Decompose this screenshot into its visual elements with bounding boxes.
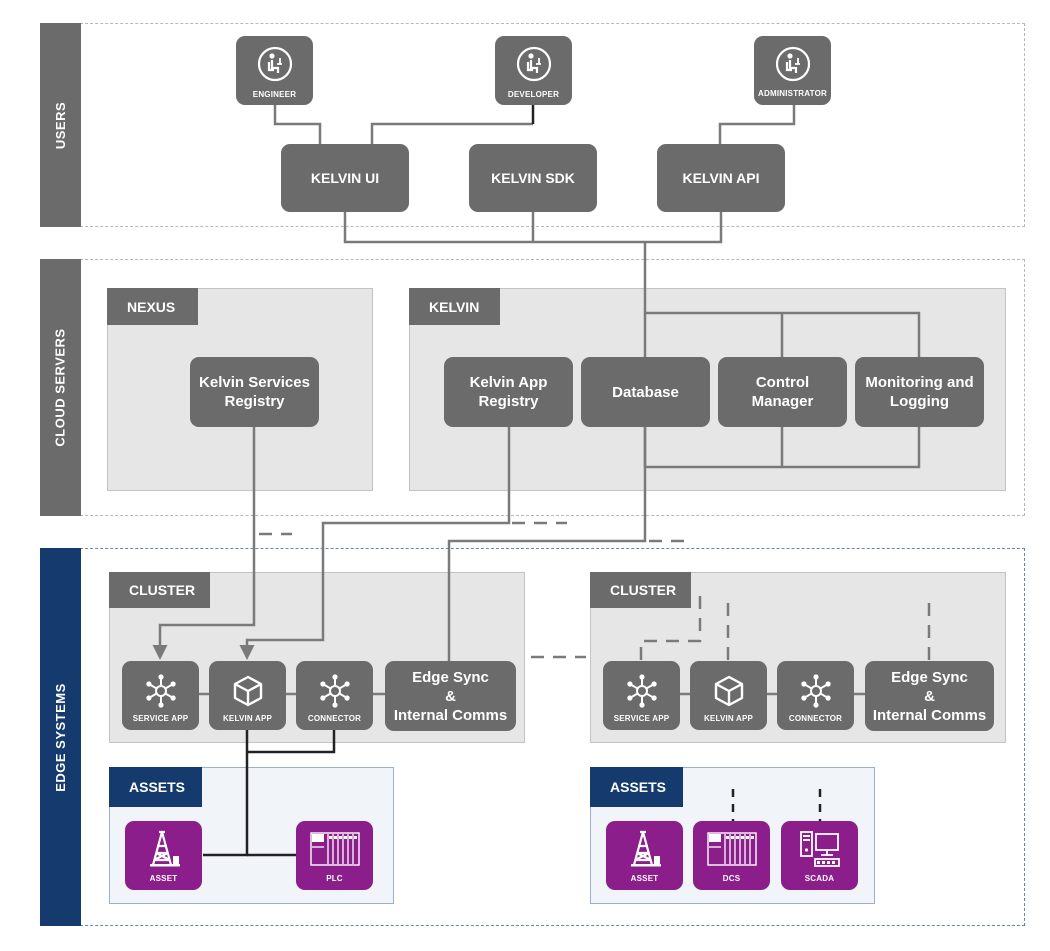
assets-left-title: ASSETS <box>109 767 202 807</box>
edge-sync-line1: Edge Sync <box>891 668 968 686</box>
dash-service-app-right <box>639 596 702 660</box>
service-app-label: SERVICE APP <box>613 714 670 723</box>
edge-sync-line2: & <box>445 687 456 705</box>
monitoring-line2: Logging <box>889 393 950 410</box>
cluster-right-connector[interactable]: CONNECTOR <box>777 661 854 730</box>
kelvin-ui-box[interactable]: KELVIN UI <box>281 144 409 212</box>
oil-derrick-icon <box>149 830 180 867</box>
user-engineer[interactable]: ENGINEER <box>236 36 313 105</box>
kelvin-api-box[interactable]: KELVIN API <box>657 144 785 212</box>
kelvin-app-registry-box[interactable]: Kelvin App Registry <box>444 357 573 427</box>
cluster-left-connector[interactable]: CONNECTOR <box>296 661 373 730</box>
services-registry-line1: Kelvin Services <box>199 374 310 391</box>
asset-left-derrick[interactable]: ASSET <box>125 821 202 890</box>
scada-label: SCADA <box>804 874 835 883</box>
asset-left-label: ASSET <box>149 874 178 883</box>
database-box[interactable]: Database <box>581 357 710 427</box>
plc-label: PLC <box>326 874 343 883</box>
user-administrator-label: ADMINISTRATOR <box>758 89 827 98</box>
kelvin-services-registry-box[interactable]: Kelvin Services Registry <box>190 357 319 427</box>
user-engineer-label: ENGINEER <box>252 90 297 99</box>
plc-rack-icon <box>309 832 360 866</box>
services-registry-line2: Registry <box>224 393 285 410</box>
user-developer-label: DEVELOPER <box>507 90 560 99</box>
network-node-icon <box>800 674 831 708</box>
cluster-right-kelvin-app[interactable]: KELVIN APP <box>690 661 767 730</box>
app-registry-line2: Registry <box>478 393 539 410</box>
line-kelvin-app-asset <box>203 729 249 857</box>
cube-icon <box>714 675 743 707</box>
line-app-registry-kelvin-app <box>239 426 511 660</box>
cube-icon <box>233 675 262 707</box>
line-services-registry-service-app <box>152 426 256 660</box>
asset-left-plc[interactable]: PLC <box>296 821 373 890</box>
assets-right-title: ASSETS <box>590 767 683 807</box>
line-admin-api <box>718 104 796 145</box>
asset-right-derrick[interactable]: ASSET <box>606 821 683 890</box>
scada-workstation-icon <box>799 831 840 867</box>
monitoring-logging-box[interactable]: Monitoring and Logging <box>855 357 984 427</box>
kelvin-title: KELVIN <box>409 288 500 325</box>
line-top-bus <box>645 311 921 357</box>
kelvin-app-label: KELVIN APP <box>703 714 754 723</box>
cluster-left-edge-sync[interactable]: Edge Sync & Internal Comms <box>385 661 516 731</box>
cloud-band: CLOUD SERVERS <box>40 259 81 516</box>
line-database-edge-sync <box>447 426 647 662</box>
kelvin-sdk-box[interactable]: KELVIN SDK <box>469 144 597 212</box>
administrator-icon <box>775 46 810 82</box>
users-band: USERS <box>40 23 81 227</box>
network-node-icon <box>145 674 176 708</box>
developer-icon <box>516 46 551 82</box>
cluster-left-kelvin-app[interactable]: KELVIN APP <box>209 661 286 730</box>
cluster-right-service-app[interactable]: SERVICE APP <box>603 661 680 730</box>
control-manager-box[interactable]: Control Manager <box>718 357 847 427</box>
control-manager-line1: Control <box>755 374 810 391</box>
dcs-rack-icon <box>706 832 757 866</box>
line-developer-ui <box>370 122 533 145</box>
network-node-icon <box>319 674 350 708</box>
connector-label: CONNECTOR <box>788 714 843 723</box>
cluster-left-service-app[interactable]: SERVICE APP <box>122 661 199 730</box>
monitoring-line1: Monitoring and <box>865 374 974 391</box>
edge-band: EDGE SYSTEMS <box>40 548 81 926</box>
service-app-label: SERVICE APP <box>132 714 189 723</box>
edge-sync-line1: Edge Sync <box>412 668 489 686</box>
connector-label: CONNECTOR <box>307 714 362 723</box>
engineer-icon <box>257 46 292 82</box>
edge-sync-line2: & <box>924 687 935 705</box>
cluster-left-title: CLUSTER <box>109 572 210 608</box>
user-developer[interactable]: DEVELOPER <box>495 36 572 105</box>
line-engineer-ui <box>273 104 322 145</box>
cluster-right-edge-sync[interactable]: Edge Sync & Internal Comms <box>865 661 994 731</box>
user-administrator[interactable]: ADMINISTRATOR <box>754 36 831 105</box>
control-manager-line2: Manager <box>751 393 814 410</box>
asset-right-dcs[interactable]: DCS <box>693 821 770 890</box>
edge-sync-line3: Internal Comms <box>872 706 987 724</box>
kelvin-app-label: KELVIN APP <box>222 714 273 723</box>
nexus-title: NEXUS <box>107 288 198 325</box>
cluster-right-title: CLUSTER <box>590 572 691 608</box>
network-node-icon <box>626 674 657 708</box>
line-connector-bus <box>247 729 336 754</box>
app-registry-line1: Kelvin App <box>469 374 548 391</box>
edge-sync-line3: Internal Comms <box>393 706 508 724</box>
dcs-label: DCS <box>722 874 741 883</box>
oil-derrick-icon <box>630 830 661 867</box>
asset-right-scada[interactable]: SCADA <box>781 821 858 890</box>
asset-right-label: ASSET <box>630 874 659 883</box>
